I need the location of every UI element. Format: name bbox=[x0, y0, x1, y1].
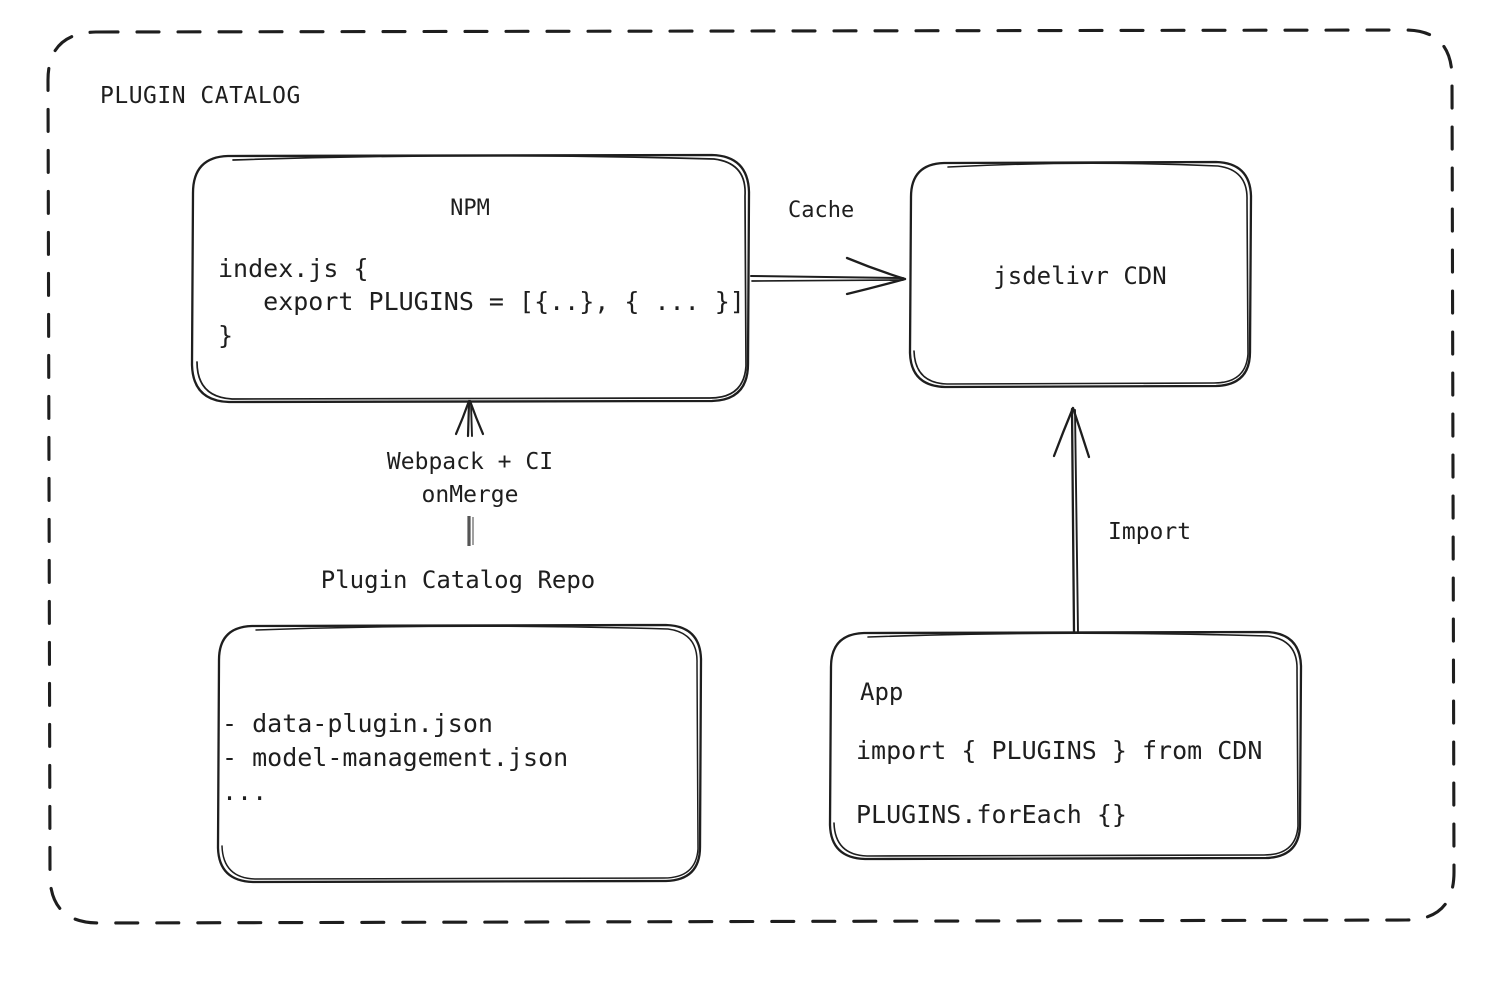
npm-box-code: index.js { export PLUGINS = [{..}, { ...… bbox=[218, 254, 745, 350]
npm-box-title: NPM bbox=[450, 196, 490, 221]
plugin-catalog-repo-files: - data-plugin.json - model-management.js… bbox=[222, 709, 569, 806]
app-box-title: App bbox=[860, 678, 904, 706]
plugin-catalog-repo-label: Plugin Catalog Repo bbox=[320, 566, 596, 594]
cache-edge-label: Cache bbox=[788, 198, 855, 223]
app-box-foreach-line: PLUGINS.forEach {} bbox=[856, 800, 1127, 829]
build-edge-label: Webpack + CI onMerge bbox=[386, 449, 554, 508]
jsdelivr-cdn-title: jsdelivr CDN bbox=[993, 262, 1167, 290]
import-arrow bbox=[1052, 406, 1091, 634]
app-box-import-line: import { PLUGINS } from CDN bbox=[856, 736, 1263, 765]
cache-arrow bbox=[750, 256, 907, 296]
plugin-catalog-title: PLUGIN CATALOG bbox=[100, 83, 301, 109]
import-edge-label: Import bbox=[1108, 519, 1192, 545]
